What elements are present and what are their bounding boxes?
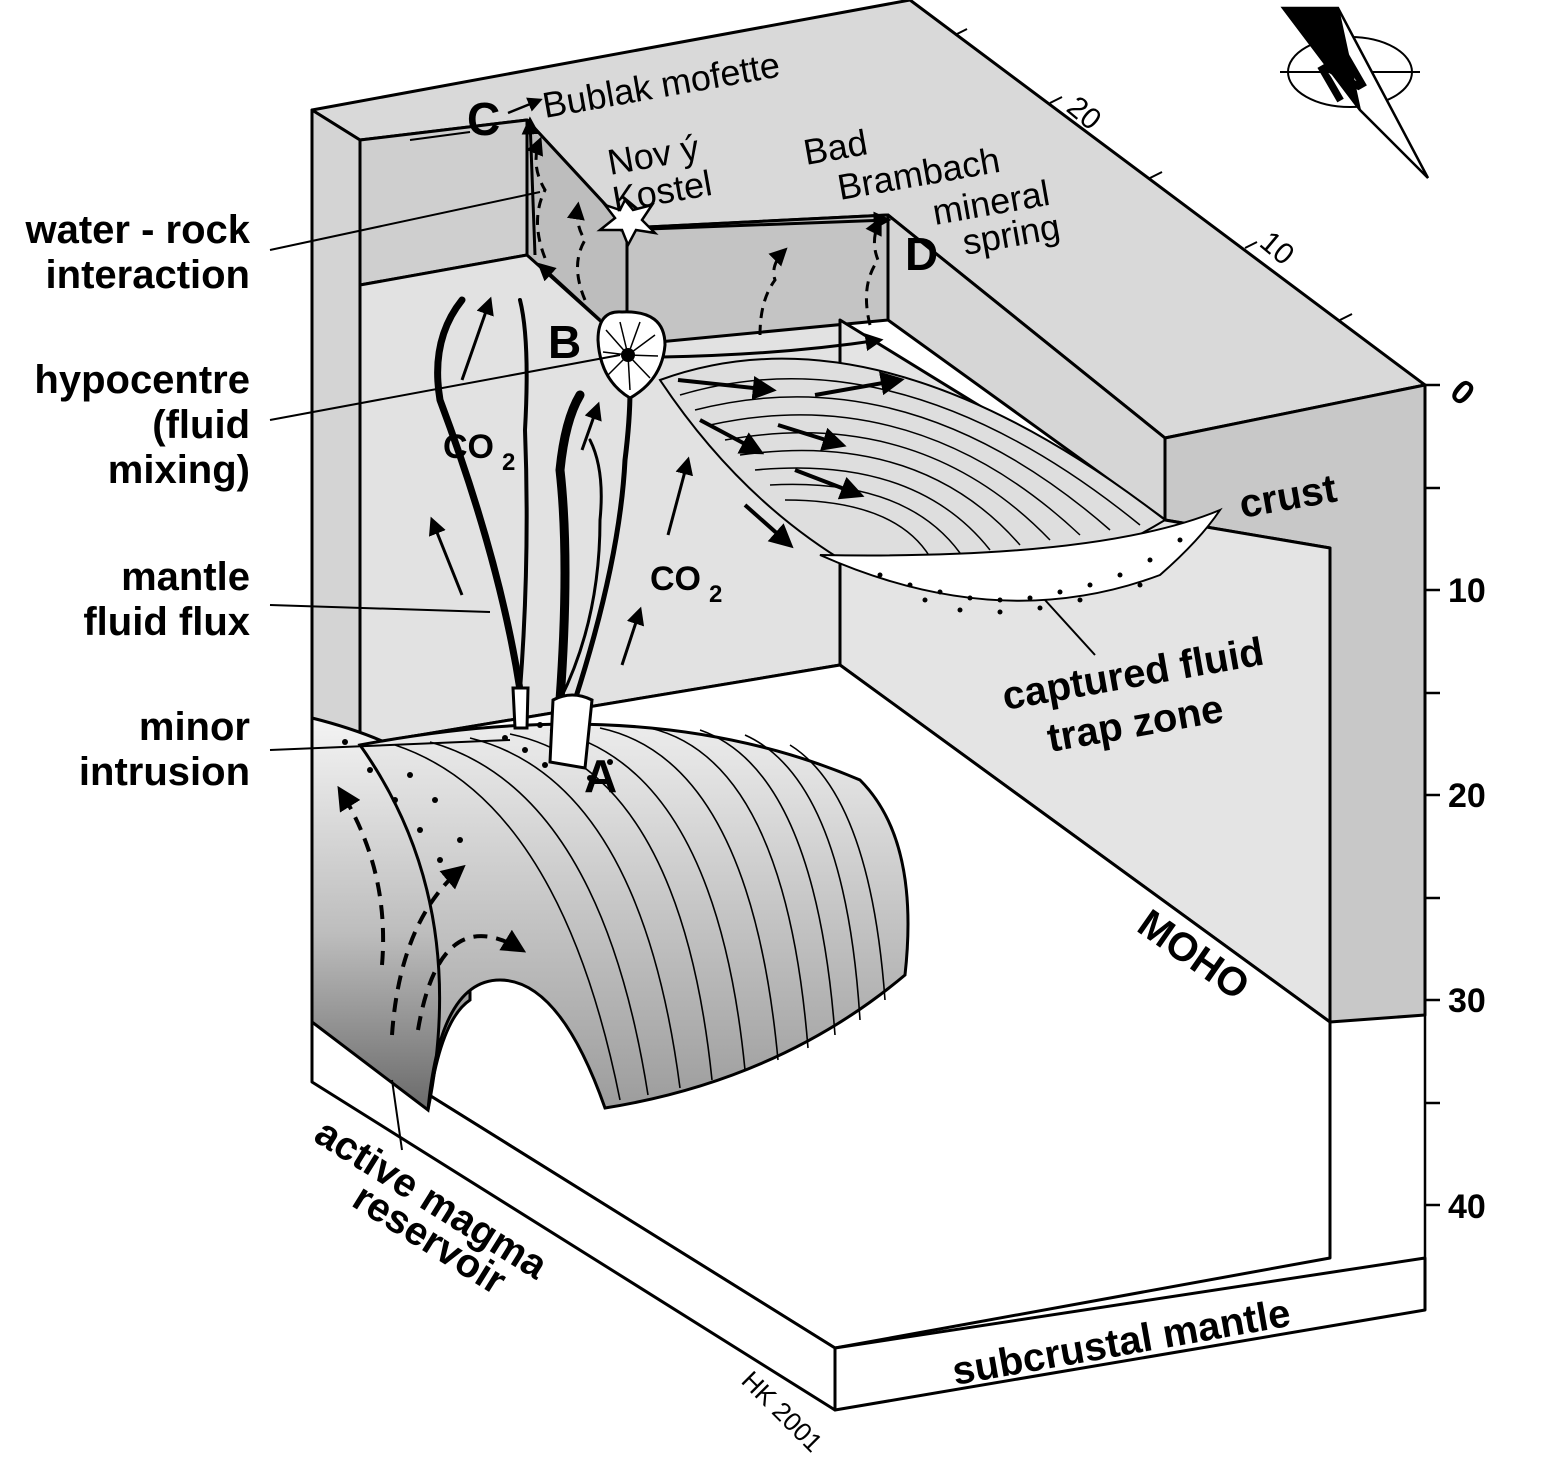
water-rock-label-2: interaction — [46, 253, 250, 297]
minor-intrusion-label-1: minor — [139, 705, 250, 749]
dome-ribs — [394, 727, 886, 1101]
magma-reservoir — [310, 716, 910, 1113]
magma-dome — [357, 722, 910, 1111]
svg-text:CO: CO — [443, 428, 494, 466]
depth-tick-40: 40 — [1448, 1188, 1486, 1226]
left-back-wall — [310, 108, 362, 747]
compass-rose-icon: N — [1280, 6, 1430, 179]
hypocentre-icon — [596, 310, 667, 400]
leader-lines — [269, 191, 1096, 1151]
trap-dotted-lens — [819, 507, 1223, 602]
left-labels: water - rock interaction hypocentre (flu… — [24, 208, 250, 794]
block-structure — [310, 0, 1427, 1412]
mantle-flux-label-2: fluid flux — [83, 600, 250, 644]
hypocentre-label-1: hypocentre — [34, 358, 250, 402]
fluid-trap-zone — [658, 357, 1223, 615]
depth-tick-10: 10 — [1448, 572, 1486, 610]
dashed-ascents — [526, 136, 882, 336]
depth-tick-30: 30 — [1448, 982, 1486, 1020]
depth-tick-20: 20 — [1448, 777, 1486, 815]
minor-intrusion-label-2: intrusion — [79, 750, 250, 794]
star-icon — [596, 197, 659, 248]
reservoir-dots — [342, 722, 613, 863]
co2-label-right: CO 2 — [650, 560, 722, 608]
co2-label-left: CO 2 — [443, 428, 515, 476]
mantle-base-left — [310, 1020, 837, 1412]
point-a: A — [584, 750, 617, 802]
trap-flow-arrows — [677, 371, 905, 549]
depth-axis — [1423, 383, 1440, 1310]
trap-dots — [877, 537, 1183, 615]
water-rock-label-1: water - rock — [24, 208, 250, 252]
intrusion-stubs — [511, 686, 594, 770]
point-b: B — [548, 316, 581, 368]
mantle-flux-label-1: mantle — [121, 555, 250, 599]
hypocentre-label-3: mixing) — [108, 448, 250, 492]
co2-arrows — [428, 296, 693, 666]
hypocentre-label-2: (fluid — [152, 403, 250, 447]
point-d: D — [905, 228, 938, 280]
svg-text:2: 2 — [709, 581, 722, 608]
distance-scale — [909, 0, 1426, 386]
point-c: C — [467, 93, 500, 145]
magma-flow-arrows — [337, 785, 527, 1036]
fluid-conduits — [434, 296, 633, 705]
svg-text:CO: CO — [650, 560, 701, 598]
depth-tick-0: 0 — [1443, 372, 1482, 413]
svg-text:2: 2 — [502, 449, 515, 476]
